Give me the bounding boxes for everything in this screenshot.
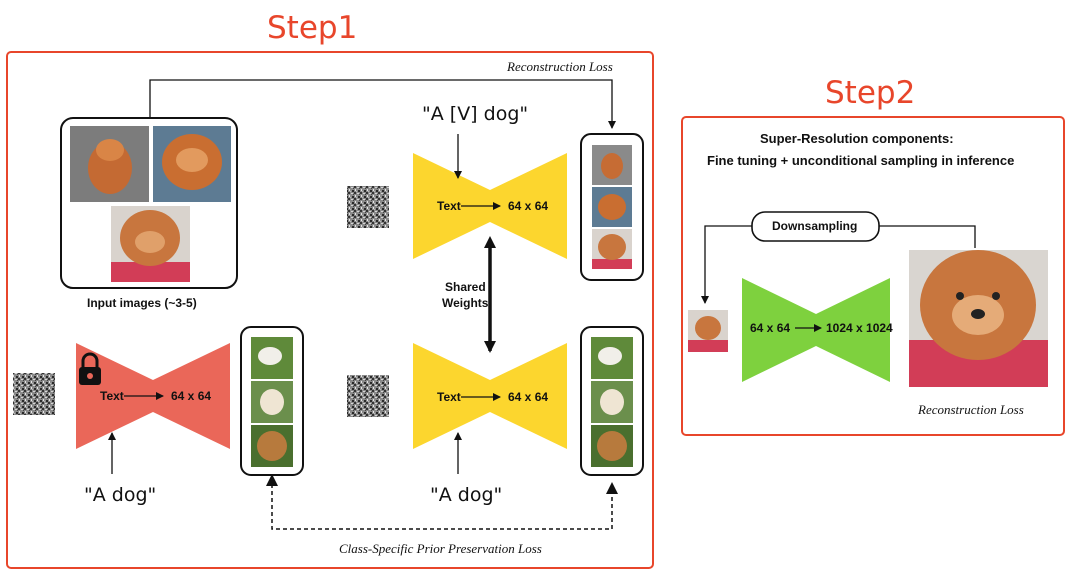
model-output-label: 64 x 64 [508,199,549,213]
model-input-label: Text [437,199,461,213]
downsampling-arrow [701,225,752,304]
reconstruction-loss-label: Reconstruction Loss [507,59,613,74]
downsampling-box [751,211,880,242]
model-input-label: Text [100,389,124,403]
noise-icon [13,373,55,415]
step2-heading: Super-Resolution components: [760,131,954,146]
step2-frame [681,116,1065,436]
step2-reconstruction-loss-label: Reconstruction Loss [918,402,1024,417]
model-output-label: 64 x 64 [508,390,549,404]
dog-photo [251,337,293,467]
noise-icon [347,375,389,417]
high-res-chow-chow [909,250,1048,387]
noise-icon [347,186,389,228]
sr-output-label: 1024 x 1024 [826,321,893,335]
input-images-panel [60,117,238,289]
class-prompt-left: "A dog" [84,484,157,506]
low-res-chow-chow [688,310,728,352]
step1-title: Step1 [267,10,358,46]
downsampling-arrow [879,225,976,248]
shared-weights-label: Shared [445,280,486,294]
class-prompt-right: "A dog" [430,484,503,506]
downsampling-label: Downsampling [772,219,858,233]
instance-prompt: "A [V] dog" [422,103,529,125]
step1-frame [6,51,654,569]
trained-model-bottom [413,343,567,449]
prior-preservation-arrow [266,474,618,530]
step2-title: Step2 [825,75,916,111]
dog-photo [591,337,633,467]
generated-images-panel [580,133,644,281]
reconstruction-loss-arrow [149,79,616,129]
chow-chow-photo [153,126,231,202]
chow-chow-photo [592,145,632,269]
input-images-caption: Input images (~3-5) [87,296,197,310]
model-output-label: 64 x 64 [171,389,212,403]
lock-icon [79,352,101,385]
model-input-label: Text [437,390,461,404]
prior-preservation-loss-label: Class-Specific Prior Preservation Loss [339,541,542,556]
chow-chow-photo [111,206,190,282]
step2-heading: Fine tuning + unconditional sampling in … [707,153,1015,168]
sr-input-label: 64 x 64 [750,321,791,335]
shared-weights-label: Weights [442,296,489,310]
chow-chow-photo [70,126,149,202]
